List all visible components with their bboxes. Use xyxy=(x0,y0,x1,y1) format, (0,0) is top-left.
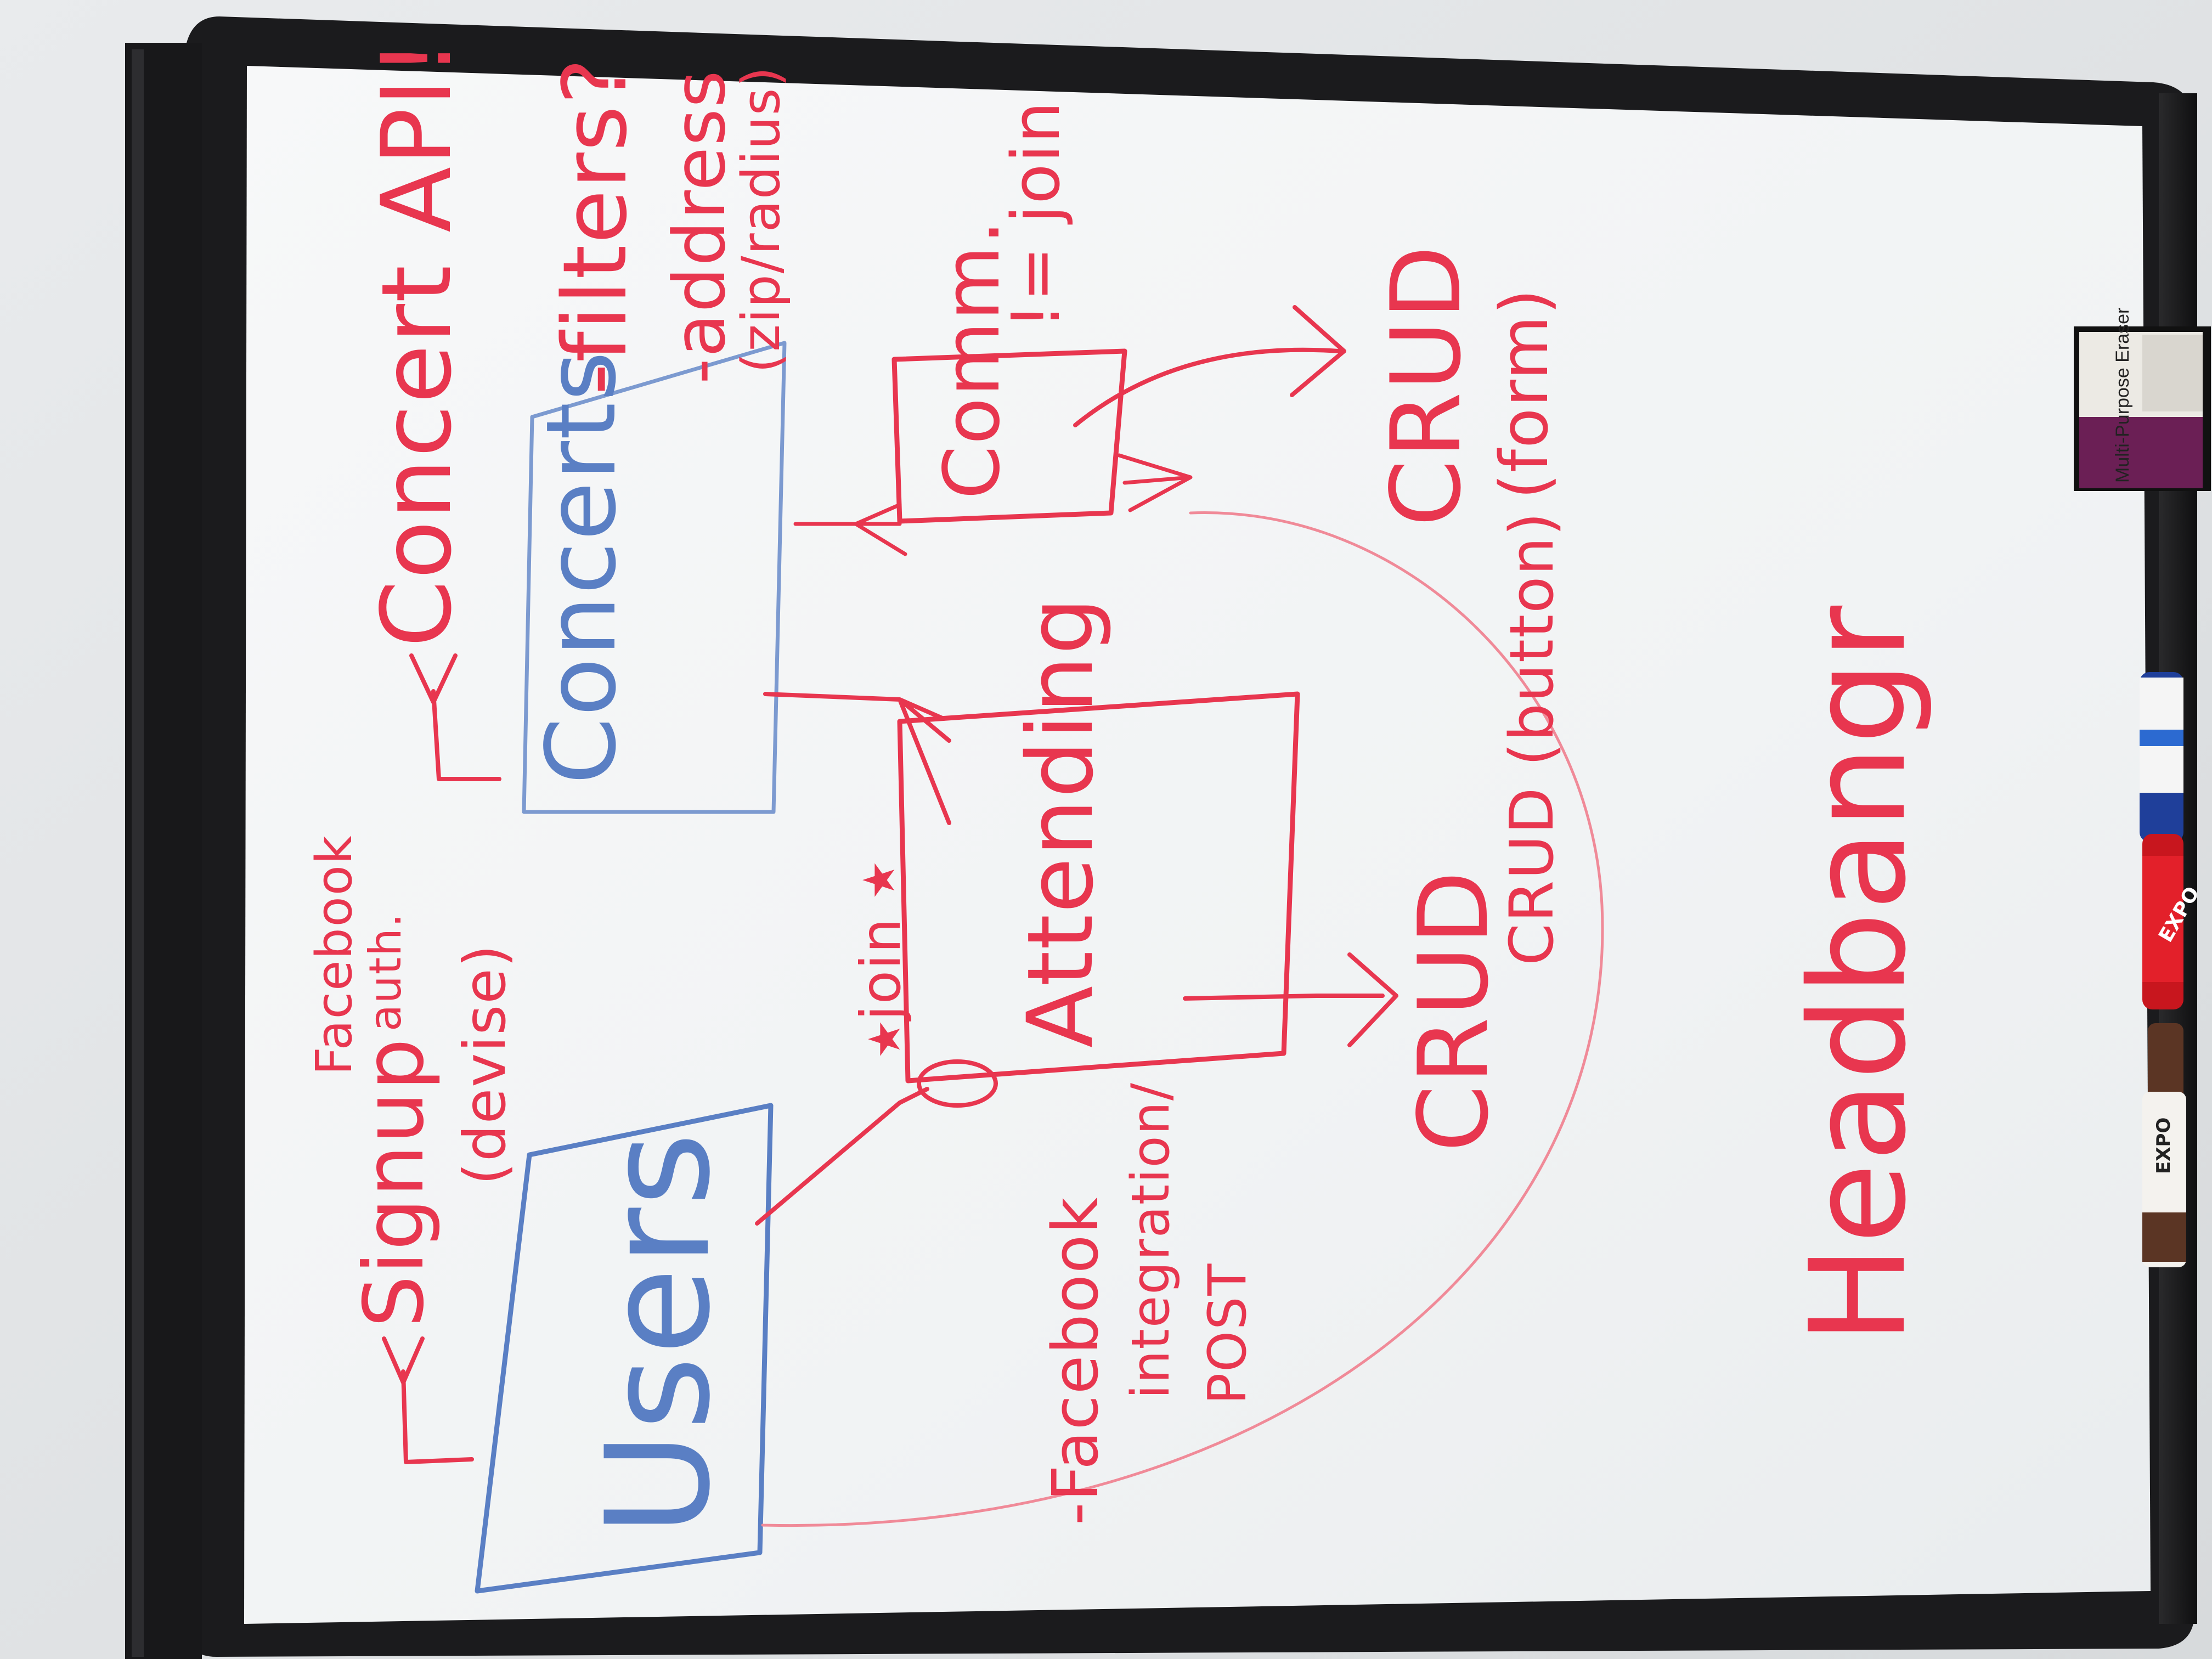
concerts-attending-link xyxy=(763,692,951,825)
comm-small-fork xyxy=(1117,453,1193,512)
concerts-comm-link xyxy=(793,503,907,556)
filters-text: -filters? xyxy=(544,57,646,395)
attending-label: Attending xyxy=(1008,596,1113,1048)
fb-integration-line3: POST xyxy=(1198,1263,1258,1404)
star-icon: ★ xyxy=(859,1018,910,1059)
brown-marker: EXPO xyxy=(2142,1023,2186,1267)
crud-button-text: CRUD (button) xyxy=(1497,511,1567,966)
attending-box xyxy=(897,691,1300,1084)
concerts-label: Concerts xyxy=(526,350,637,785)
big-arc xyxy=(761,511,1604,1527)
facebook-auth-text: Facebook xyxy=(306,834,363,1075)
fb-integration-line2: integration/ xyxy=(1121,1082,1181,1399)
board-left-rail-edge xyxy=(132,49,144,1657)
join-circle xyxy=(917,1059,998,1108)
join-text: join xyxy=(849,917,913,1022)
comm-label: Comm. xyxy=(928,219,1017,499)
board-surface xyxy=(244,66,2151,1624)
auth-text: auth. xyxy=(360,912,411,1031)
eraser: Multi-Purpose Eraser xyxy=(2074,308,2211,491)
attending-crud-arrow xyxy=(1183,952,1398,1047)
signup-text: Signup xyxy=(347,1037,442,1328)
not-join-text: != join xyxy=(998,100,1075,329)
devise-text: (devise) xyxy=(452,944,518,1185)
blue-marker xyxy=(2140,672,2183,842)
comm-box xyxy=(891,348,1127,524)
users-box xyxy=(475,1103,774,1594)
users-attending-link xyxy=(755,1087,929,1226)
concert-api-text: Concert API! xyxy=(362,38,473,647)
crud-form-text: CRUD xyxy=(1371,244,1482,527)
eraser-label: Multi-Purpose Eraser xyxy=(2112,308,2133,483)
brown-marker-brand: EXPO xyxy=(2153,1118,2175,1174)
address-text: -address xyxy=(658,69,741,384)
signup-arrow xyxy=(382,1336,474,1464)
crud-attending-text: CRUD xyxy=(1398,870,1510,1152)
fb-integration-line1: -Facebook xyxy=(1039,1196,1113,1525)
comm-crud-arrow xyxy=(1073,305,1346,427)
users-label: Users xyxy=(576,1131,742,1536)
star-icon: ★ xyxy=(854,859,905,900)
form-text: (form) xyxy=(1487,288,1563,499)
concerts-box xyxy=(522,341,787,814)
zip-radius-text: (zip/radius) xyxy=(731,66,792,373)
headbangr-title: Headbangr xyxy=(1781,605,1935,1344)
concert-api-arrow xyxy=(409,653,501,781)
